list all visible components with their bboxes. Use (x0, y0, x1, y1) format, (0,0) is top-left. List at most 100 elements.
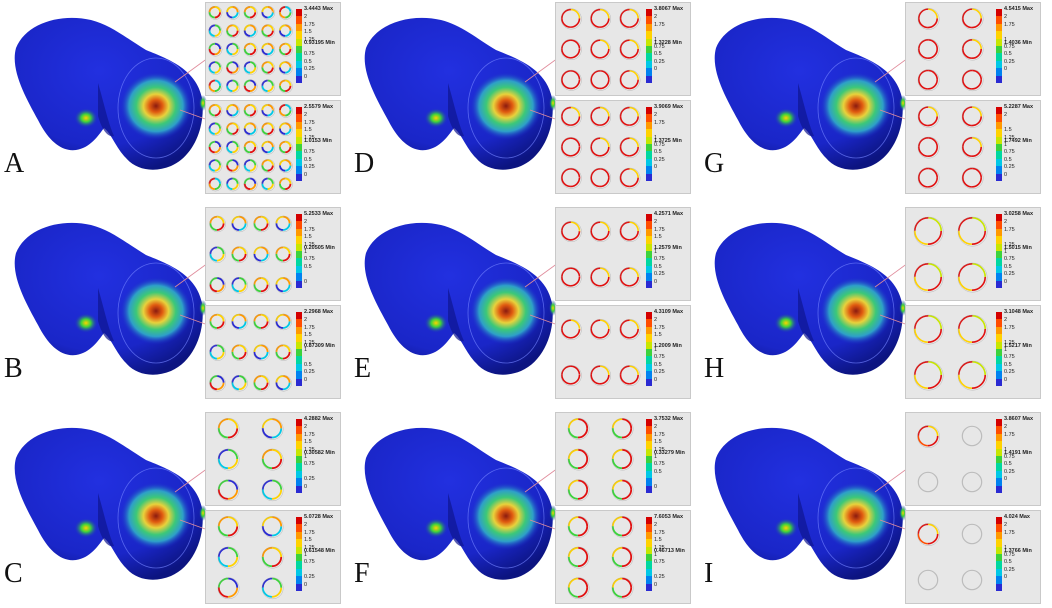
color-scale-bar (646, 419, 652, 493)
scale-tick-label: 2 (654, 14, 658, 21)
max-value-label: 5.0728 Max (304, 514, 334, 520)
color-scale-bar (296, 214, 302, 288)
scale-tick-label: 0 (1004, 476, 1008, 483)
scale-tick-label: 0 (1004, 66, 1008, 73)
scale-tick-label: 1.75 (304, 119, 315, 126)
scale-tick-label: 1.25 (304, 544, 315, 551)
porous-field (917, 425, 983, 493)
scale-tick-label: 0.5 (1004, 263, 1012, 270)
max-value-label: 3.9069 Max (654, 104, 684, 110)
scale-tick-label: 1 (304, 347, 308, 353)
min-value-label: 1.2579 Min (654, 245, 682, 252)
scale-tick-label: 0.5 (1004, 51, 1012, 58)
callout-lines (524, 57, 559, 121)
scale-tick-label: 0.75 (304, 51, 315, 58)
scale-tick-label: 1 (654, 347, 658, 353)
scale-tick-label: 0.75 (304, 149, 315, 156)
femur-model (364, 222, 557, 375)
max-value-label: 2.5579 Max (304, 104, 334, 110)
min-value-label: 1.5217 Min (1004, 343, 1032, 350)
scale-tick-label: 2 (654, 522, 658, 529)
scale-tick-label: 1.5 (304, 234, 312, 241)
scale-tick-label: 0.75 (304, 559, 315, 566)
scale-tick-label: 1.25 (304, 36, 315, 43)
scale-tick-label: 0.5 (1004, 461, 1012, 468)
porous-field (913, 216, 988, 293)
max-value-label: 3.8067 Max (654, 6, 684, 12)
scale-tick-label: 0.75 (654, 44, 665, 50)
femur-model (364, 427, 557, 580)
max-value-label: 4.024 Max (1004, 514, 1030, 520)
porous-field (560, 8, 641, 91)
scale-tick-label: 1.5 (304, 439, 312, 446)
scale-tick-label: 0.25 (1004, 369, 1015, 376)
scale-tick-label: 0 (654, 164, 658, 171)
scale-tick-label: 1.75 (304, 431, 315, 438)
scale-tick-label: 1.25 (654, 446, 665, 453)
scale-tick-label: 1.5 (654, 332, 662, 339)
scale-tick-label: 2 (304, 14, 308, 21)
scale-tick-label: 0.5 (654, 468, 662, 475)
femur-model (14, 17, 207, 170)
scale-tick-label: 2 (304, 424, 308, 431)
panel-letter: F (354, 558, 370, 589)
scale-tick-label: 0.25 (654, 574, 665, 581)
max-value-label: 4.3109 Max (654, 309, 684, 315)
panel-letter: C (4, 558, 23, 589)
min-value-label: 1.5015 Min (1004, 245, 1032, 252)
scale-tick-label: 0.5 (304, 263, 312, 270)
min-value-label: 1.3228 Min (654, 40, 682, 47)
porous-field (567, 516, 634, 600)
scale-tick-label: 2 (304, 317, 308, 324)
scale-tick-label: 0.75 (654, 461, 665, 468)
scale-tick-label: 0.25 (1004, 58, 1015, 65)
femur-model (714, 17, 907, 170)
scale-tick-label: 0.5 (654, 361, 662, 368)
color-scale-bar (296, 9, 302, 83)
min-value-label: 1.4036 Min (1004, 40, 1032, 47)
scale-tick-label: 2 (1004, 424, 1008, 431)
panel-letter: D (354, 148, 375, 179)
femur-model (14, 427, 207, 580)
scale-tick-label: 0.25 (304, 164, 315, 171)
scale-tick-label: 0.25 (304, 574, 315, 581)
min-value-label: 1.3766 Min (1004, 548, 1032, 555)
scale-tick-label: 0.5 (304, 156, 312, 163)
scale-tick-label: 0.5 (304, 361, 312, 368)
scale-tick-label: 2 (1004, 522, 1008, 529)
scale-tick-label: 1.75 (654, 431, 665, 438)
scale-tick-label: 1 (304, 249, 308, 255)
scale-tick-label: 2 (1004, 219, 1008, 226)
scale-tick-label: 0.75 (1004, 454, 1015, 460)
femur-model (14, 222, 207, 375)
scale-tick-label: 1.75 (304, 226, 315, 233)
min-value-label: 1.4191 Min (1004, 450, 1032, 457)
panel-letter: A (4, 148, 25, 179)
scale-tick-label: 1.25 (654, 544, 665, 551)
callout-lines (174, 467, 209, 531)
color-scale-bar (296, 419, 302, 493)
scale-tick-label: 1.75 (304, 21, 315, 28)
max-value-label: 4.2571 Max (654, 211, 684, 217)
min-value-label: 0.87309 Min (304, 343, 335, 350)
scale-tick-label: 2 (1004, 112, 1008, 119)
scale-tick-label: 1.5 (654, 537, 662, 544)
scale-tick-label: 0.5 (1004, 156, 1012, 163)
porous-field (560, 319, 641, 387)
porous-field (208, 5, 293, 94)
